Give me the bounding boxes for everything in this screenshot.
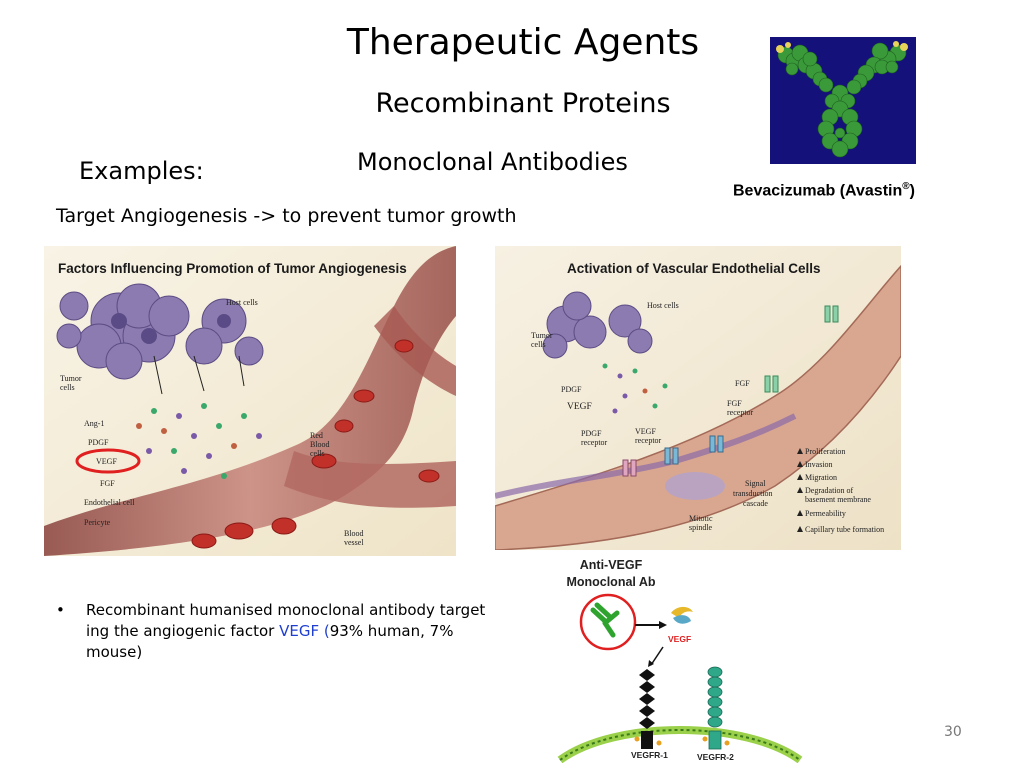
label-endothelial-cell: Endothelial cell	[84, 498, 135, 507]
vegfr2-label: VEGFR-2	[697, 752, 734, 762]
effect-item: Invasion	[805, 460, 833, 469]
anti-vegf-title-1: Anti-VEGF	[580, 558, 643, 572]
effect-item: Degradation of	[805, 486, 854, 495]
effect-item: basement membrane	[805, 495, 871, 504]
bullet-point: • Recombinant humanised monoclonal antib…	[56, 600, 496, 663]
effect-item: Permeability	[805, 509, 846, 518]
right-figure-title: Activation of Vascular Endothelial Cells	[567, 261, 821, 276]
label-tumor-cells-right: cells	[531, 340, 546, 349]
label-vegf-receptor-2: receptor	[635, 436, 662, 445]
anti-vegf-diagram: Anti-VEGF Monoclonal Ab VEGF VEGFR-1 VEG…	[557, 558, 803, 763]
label-pdgf: PDGF	[88, 438, 109, 447]
label-pericyte: Pericyte	[84, 518, 111, 527]
vegf-molecule-icon	[671, 606, 693, 624]
page-number: 30	[944, 724, 962, 740]
label-blood-vessel-1: Blood	[344, 529, 364, 538]
label-host-cells: Host cells	[226, 298, 258, 307]
label-signal-1: Signal	[745, 479, 766, 488]
label-mitotic-1: Mitotic	[689, 514, 713, 523]
label-host-cells-right: Host cells	[647, 301, 679, 310]
cell-membrane	[557, 726, 803, 763]
label-vegf-right: VEGF	[567, 402, 592, 412]
label-red: Red	[310, 431, 323, 440]
vegf-label: VEGF	[668, 634, 691, 644]
tumor-angiogenesis-figure: Factors Influencing Promotion of Tumor A…	[44, 246, 456, 556]
label-pdgf-right: PDGF	[561, 385, 582, 394]
endothelial-activation-figure: Activation of Vascular Endothelial Cells…	[495, 246, 901, 550]
label-signal-3: cascade	[743, 499, 768, 508]
label-ang1: Ang-1	[84, 419, 104, 428]
examples-label: Examples:	[79, 157, 204, 185]
vegfr2-receptor	[707, 666, 723, 750]
label-mitotic-2: spindle	[689, 523, 713, 532]
label-fgf: FGF	[100, 479, 115, 488]
label-vegf: VEGF	[96, 457, 117, 466]
vegfr1-receptor	[639, 669, 655, 749]
effect-item: Capillary tube formation	[805, 525, 884, 534]
target-line: Target Angiogenesis -> to prevent tumor …	[56, 205, 517, 227]
left-figure-title: Factors Influencing Promotion of Tumor A…	[58, 261, 407, 276]
bullet-text: Recombinant humanised monoclonal antibod…	[86, 601, 486, 661]
antibody-caption: Bevacizumab (Avastin®)	[733, 181, 915, 200]
label-signal-2: transduction	[733, 489, 773, 498]
antibody-structure-image	[770, 37, 916, 164]
effects-list: Proliferation Invasion Migration Degrada…	[805, 447, 884, 534]
vegfr1-label: VEGFR-1	[631, 750, 668, 760]
label-tumor-cells: cells	[60, 383, 75, 392]
subheading: Monoclonal Antibodies	[357, 148, 628, 176]
label-tumor-right: Tumor	[531, 331, 553, 340]
slide-title: Therapeutic Agents	[346, 22, 700, 63]
effect-item: Migration	[805, 473, 837, 482]
label-fgf-right: FGF	[735, 379, 750, 388]
label-fgf-receptor-2: receptor	[727, 408, 754, 417]
vegf-highlight-circle	[75, 448, 141, 474]
label-fgf-receptor-1: FGF	[727, 399, 742, 408]
label-blood-vessel-2: vessel	[344, 538, 364, 547]
anti-vegf-title-2: Monoclonal Ab	[566, 575, 655, 589]
label-tumor: Tumor	[60, 374, 82, 383]
antibody-icon	[590, 602, 620, 638]
vegf-highlight-text: VEGF	[279, 622, 320, 640]
label-blood: Blood	[310, 440, 330, 449]
arrow-head-icon	[659, 621, 667, 629]
label-rbc-cells: cells	[310, 449, 325, 458]
label-pdgf-receptor-2: receptor	[581, 438, 608, 447]
label-vegf-receptor-1: VEGF	[635, 427, 656, 436]
bullet-marker: •	[56, 601, 65, 619]
slide-subtitle: Recombinant Proteins	[375, 88, 671, 119]
label-pdgf-receptor-1: PDGF	[581, 429, 602, 438]
effect-item: Proliferation	[805, 447, 845, 456]
